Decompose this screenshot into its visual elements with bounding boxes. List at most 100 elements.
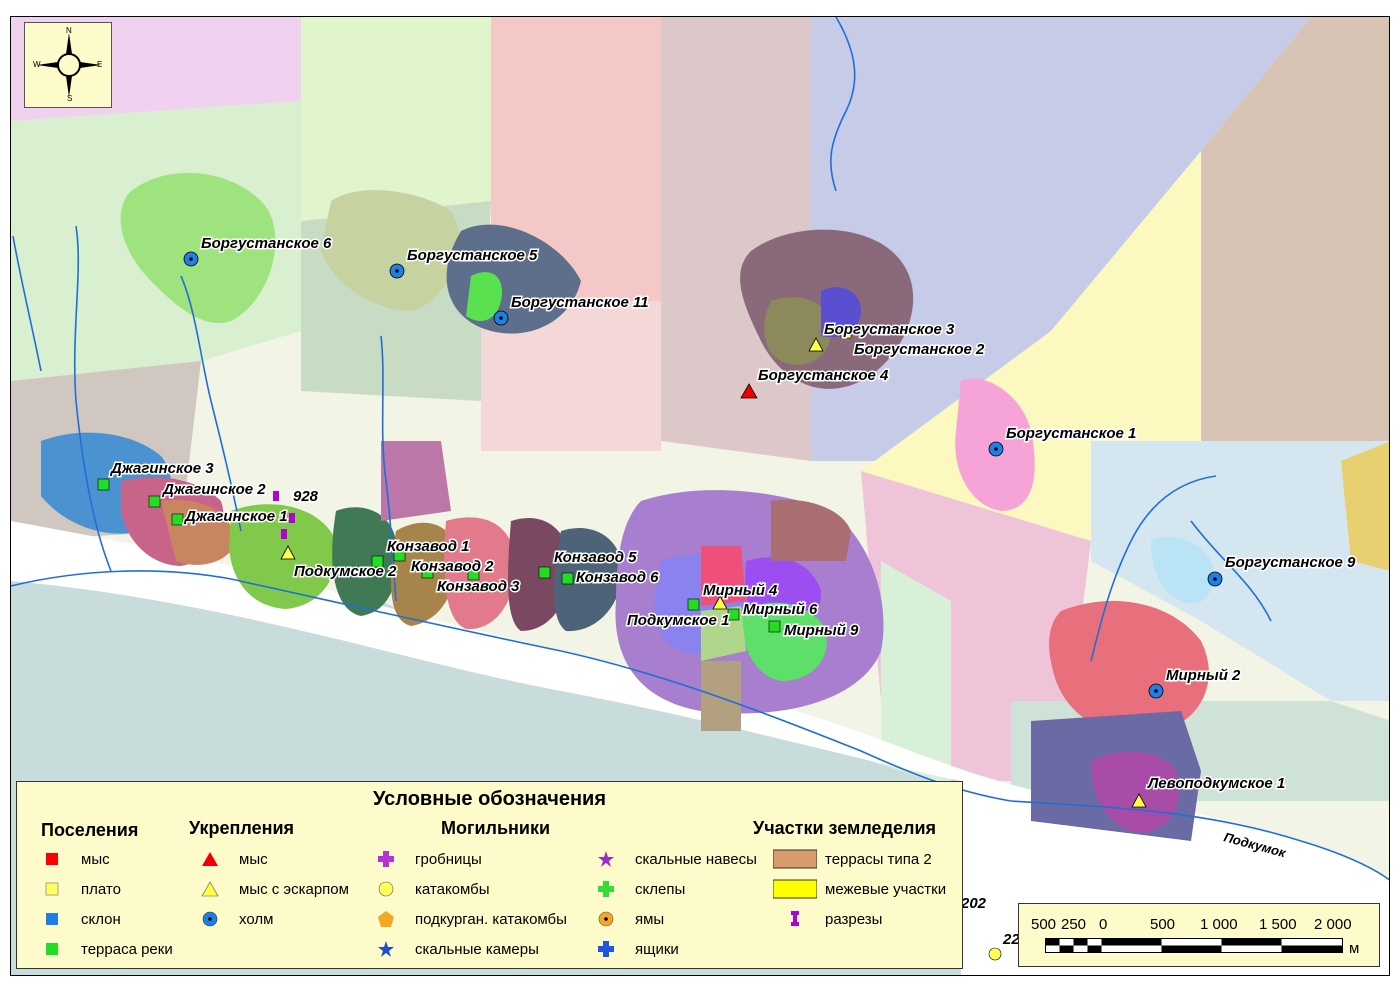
site-label: Конзавод 2 [411,558,494,575]
scale-bar-graphic [1045,938,1343,953]
legend-item: склепы [593,878,685,900]
terrace-marker [561,572,574,585]
terrace-marker [467,568,480,581]
site-label: Джагинское 2 [161,481,266,498]
site-zone [466,272,502,321]
scale-label: 500 [1031,916,1057,933]
legend-fortifications-title: Укрепления [189,818,295,838]
terrace-marker [687,598,700,611]
site-label: Боргустанское 6 [201,235,332,252]
terrace-marker [393,549,406,562]
legend-item-label: катакомбы [415,880,490,898]
legend-item: мыс [197,848,268,870]
site-zone [821,287,861,338]
hill-marker [1207,571,1223,587]
legend-item-label: мыс [239,850,268,868]
terrace-marker [421,566,434,579]
scale-label: 1 000 [1200,916,1238,933]
zone [1091,441,1389,701]
scale-label: 0 [1099,916,1108,933]
circle-icon [373,878,399,900]
legend-item: мыс с эскарпом [197,878,349,900]
site-label: Джагинское 3 [109,460,214,477]
compass-north-label: N [66,26,72,35]
terrace-marker [727,608,740,621]
site-zone [444,517,516,630]
site-label: Джагинское 1 [183,508,288,525]
terrace-marker [171,513,184,526]
legend-item-label: скальные навесы [635,850,757,868]
site-label: Подкумское 1 [627,612,729,629]
legend-item: межевые участки [773,878,946,900]
legend-item: ямы [593,908,664,930]
site-label: 202 [960,895,987,912]
legend-item-label: террасы типа 2 [825,850,932,868]
scale-label: 2 000 [1314,916,1352,933]
legend-item-label: склепы [635,880,686,898]
zone [1201,17,1389,441]
site-label: Конзавод 5 [554,549,637,566]
scale-label: 1 500 [1259,916,1297,933]
site-zone [332,507,398,616]
compass-icon [37,33,101,97]
legend-item-label: разрезы [825,910,883,928]
site-zone [554,527,623,632]
scarp-marker [808,337,824,352]
legend-item: катакомбы [373,878,490,900]
legend-item: скальные навесы [593,848,757,870]
site-label: Боргустанское 5 [407,247,538,264]
scale-label: 500 [1150,916,1176,933]
catacomb-marker [988,947,1002,961]
legend-item-label: терраса реки [81,940,173,958]
legend-item: террасы типа 2 [773,848,932,870]
site-zone [120,172,276,323]
zone [301,17,491,221]
site-zone [1091,751,1180,833]
compass-south-label: S [67,94,73,103]
legend-item: ящики [593,938,679,960]
legend-agriculture-title: Участки земледелия [753,818,937,838]
site-labels: Боргустанское 6 Боргустанское 5 Боргуста… [108,234,1358,950]
legend-item: скальные камеры [373,938,539,960]
legend-item-label: ямы [635,910,665,928]
triangle-icon [197,878,223,900]
terrace-marker [97,478,110,491]
legend-item: плато [39,878,121,900]
legend-item: разрезы [773,908,882,930]
site-zone [741,602,827,681]
legend-title: Условные обозначения [372,788,607,810]
site-label: 22 [1002,931,1020,948]
legend-item-label: холм [239,910,274,928]
site-label: Мирный 6 [743,601,818,618]
terrace-marker [538,566,551,579]
compass-rose: N S W E [24,22,112,108]
site-label: Боргустанское 4 [758,367,889,384]
site-label: Подкумское 2 [294,563,397,580]
triangle-icon [197,848,223,870]
circle-dot-icon [593,908,619,930]
legend-item-label: гробницы [415,850,482,868]
site-label: Боргустанское 2 [854,341,985,358]
floodplain [11,521,1389,975]
legend-item-label: скальные камеры [415,940,539,958]
star-icon [373,938,399,960]
cape-marker [740,383,758,399]
plateau-marker [840,327,852,339]
legend-item: склон [39,908,121,930]
legend: Условные обозначения Поселения Укреплени… [16,781,963,969]
site-label: Мирный 9 [784,622,859,639]
site-label: Конзавод 3 [437,578,520,595]
square-icon [39,878,65,900]
hill-marker [493,310,509,326]
zone [1341,441,1389,571]
legend-item-label: склон [81,910,121,928]
pentagon-icon [373,908,399,930]
compass-west-label: W [33,60,41,69]
square-icon [39,908,65,930]
circle-dot-icon [197,908,223,930]
cross-icon [373,848,399,870]
swatch-icon [773,878,817,900]
hill-marker [988,441,1004,457]
site-zone [701,546,746,606]
hill-marker [389,263,405,279]
